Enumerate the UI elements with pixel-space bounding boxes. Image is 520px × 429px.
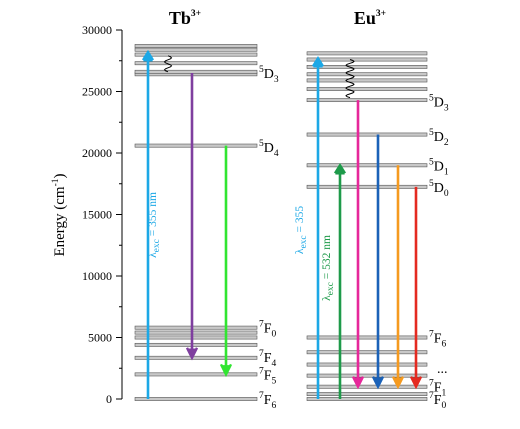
- eu-energy-level: [306, 384, 428, 389]
- eu-energy-level: [306, 51, 428, 56]
- tb-energy-level: [134, 372, 258, 377]
- tb-level-label: 7F5: [259, 366, 277, 386]
- tb-emission-arrow: [219, 145, 233, 378]
- eu-energy-level: [306, 184, 428, 189]
- tb-level-label: 5D3: [259, 65, 279, 85]
- eu-energy-level: [306, 87, 428, 91]
- eu-excitation-355-label: λexc = 355: [294, 206, 309, 255]
- eu-energy-level: [306, 373, 428, 378]
- tb-energy-level: [134, 47, 258, 52]
- eu-level-label: 7F1: [429, 379, 447, 399]
- tb-excitation-label: λexc = 355 nm: [147, 192, 162, 258]
- eu-energy-level: [306, 132, 428, 137]
- eu-level-label: 5D3: [429, 93, 449, 113]
- y-tick-label: 30000: [82, 23, 112, 37]
- eu-energy-level: [306, 397, 428, 401]
- tb-nonradiative-relaxation: [163, 55, 173, 73]
- y-tick-label: 5000: [88, 331, 112, 345]
- eu-energy-level: [306, 350, 428, 355]
- tb-energy-level: [134, 342, 258, 347]
- eu-emission-arrow: [371, 134, 385, 390]
- eu-energy-level: [306, 335, 428, 340]
- y-axis-label: Energy (cm-1): [51, 173, 68, 256]
- tb-level-label: 5D4: [259, 139, 279, 159]
- y-tick-label: 0: [106, 392, 112, 406]
- tb-energy-level: [134, 330, 258, 335]
- tb-excitation-arrow: [141, 49, 155, 399]
- transition-arrows: [141, 49, 423, 399]
- eu-energy-level: [306, 392, 428, 396]
- tb-energy-level: [134, 69, 258, 74]
- tb-energy-level: [134, 52, 258, 57]
- eu-emission-arrow: [351, 100, 365, 390]
- eu-level-label: 7F0: [429, 391, 447, 411]
- eu-energy-level: [306, 78, 428, 83]
- eu-energy-levels: [306, 51, 428, 401]
- eu-level-label: 5D2: [429, 128, 449, 148]
- tb-energy-level: [134, 143, 258, 148]
- y-axis-ticks: 0 5000 10000 15000 20000 25000 30000: [82, 23, 122, 406]
- eu-energy-level: [306, 163, 428, 168]
- tb-energy-level: [134, 61, 258, 66]
- eu-energy-level: [306, 72, 428, 77]
- eu-nonradiative-relaxation: [345, 59, 355, 99]
- tb-energy-level: [134, 325, 258, 330]
- eu-energy-level: [306, 57, 428, 62]
- y-tick-label: 15000: [82, 208, 112, 222]
- tb-energy-level: [134, 355, 258, 360]
- eu-panel-title: Eu3+: [354, 8, 386, 28]
- tb-level-label: 7F0: [259, 320, 277, 340]
- eu-energy-level: [306, 98, 428, 103]
- tb-energy-levels: [134, 44, 258, 401]
- eu-excitation-355-arrow: [311, 56, 325, 399]
- eu-level-label: 5D0: [429, 179, 449, 199]
- eu-emission-arrow: [409, 186, 423, 390]
- tb-level-label: 7F4: [259, 349, 277, 369]
- eu-emission-arrow: [391, 165, 405, 390]
- eu-energy-level: [306, 362, 428, 367]
- tb-energy-level: [134, 335, 258, 340]
- y-tick-label: 20000: [82, 146, 112, 160]
- eu-level-label: 5D1: [429, 157, 449, 177]
- tb-energy-level: [134, 44, 258, 48]
- tb-energy-level: [134, 397, 258, 401]
- tb-level-label: 7F6: [259, 391, 277, 411]
- eu-ellipsis: ...: [437, 362, 448, 377]
- y-tick-label: 25000: [82, 85, 112, 99]
- y-axis: 0 5000 10000 15000 20000 25000 30000 Energy (c…: [51, 23, 123, 406]
- eu-level-label: 7F6: [429, 330, 447, 350]
- tb-panel-title: Tb3+: [169, 8, 201, 28]
- y-tick-label: 10000: [82, 269, 112, 283]
- eu-energy-level: [306, 65, 428, 69]
- eu-excitation-532-label: λexc = 532 nm: [321, 235, 336, 301]
- tb-emission-arrow: [185, 73, 199, 361]
- eu-excitation-532-arrow: [333, 163, 347, 399]
